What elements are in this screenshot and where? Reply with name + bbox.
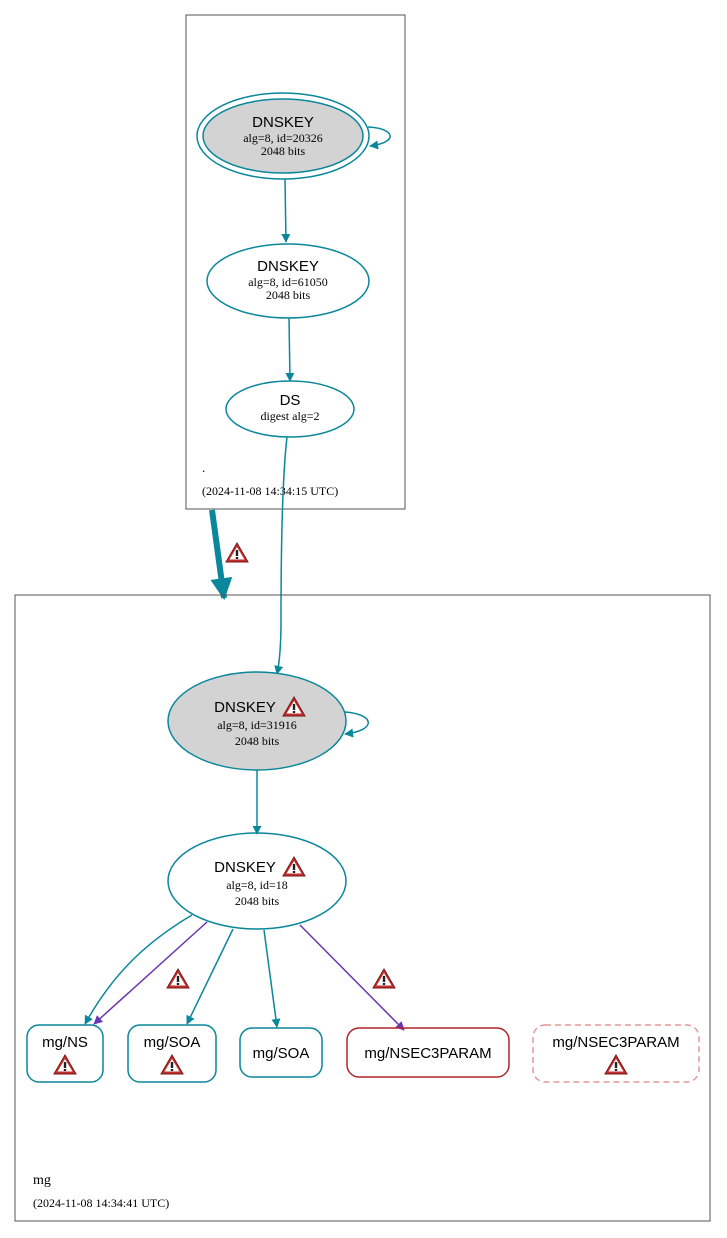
edge-ds-to-mg-ksk xyxy=(274,436,288,675)
edge-zsk-to-ns-rrsig xyxy=(84,914,193,1025)
ds-node[interactable]: DS digest alg=2 xyxy=(225,380,355,438)
edge-warning-icon-1 xyxy=(166,968,190,989)
root-zsk-alg: alg=8, id=61050 xyxy=(248,275,328,289)
root-zone-box xyxy=(185,14,406,510)
record-mg-ns-warning-icon xyxy=(53,1054,77,1075)
root-zsk-bits: 2048 bits xyxy=(266,288,311,302)
edge-zsk-to-soa2 xyxy=(263,929,281,1028)
edge-root-ksk-to-zsk xyxy=(281,178,291,243)
root-zsk-node[interactable]: DNSKEY alg=8, id=61050 2048 bits xyxy=(206,243,370,319)
root-zone-timestamp: (2024-11-08 14:34:15 UTC) xyxy=(202,484,338,498)
mg-zone-cluster: mg (2024-11-08 14:34:41 UTC) xyxy=(14,594,711,1222)
root-zone-name: . xyxy=(202,460,205,475)
ds-digest: digest alg=2 xyxy=(260,409,319,423)
mg-zone-box xyxy=(14,594,711,1222)
mg-zone-name: mg xyxy=(33,1173,51,1188)
edge-root-zsk-to-ds xyxy=(285,317,295,382)
mg-ksk-alg: alg=8, id=31916 xyxy=(217,718,297,732)
edge-warning-icon-2 xyxy=(372,968,396,989)
record-mg-nsec3param[interactable]: mg/NSEC3PARAM xyxy=(346,1027,510,1078)
record-mg-soa-2[interactable]: mg/SOA xyxy=(239,1027,323,1078)
edge-zsk-to-ns-nsec xyxy=(93,921,208,1025)
record-mg-soa-2-label: mg/SOA xyxy=(253,1045,310,1062)
delegation-warning-icon xyxy=(225,542,249,563)
edge-zsk-to-nsec3param xyxy=(299,924,405,1031)
record-mg-nsec3param-missing-warning-icon xyxy=(604,1054,628,1075)
mg-zsk-warning-icon xyxy=(282,856,306,877)
root-zone-cluster: . (2024-11-08 14:34:15 UTC) xyxy=(185,14,406,510)
record-mg-soa-1-label: mg/SOA xyxy=(144,1034,201,1051)
root-ksk-alg: alg=8, id=20326 xyxy=(243,131,323,145)
record-mg-soa-1-warning-icon xyxy=(160,1054,184,1075)
root-zsk-title: DNSKEY xyxy=(257,258,319,275)
ds-title: DS xyxy=(280,392,301,409)
mg-ksk-title: DNSKEY xyxy=(214,699,276,716)
edge-zsk-to-soa1 xyxy=(186,928,234,1025)
mg-ksk-node[interactable]: DNSKEY alg=8, id=31916 2048 bits xyxy=(167,671,347,771)
mg-zsk-title: DNSKEY xyxy=(214,859,276,876)
mg-zsk-node[interactable]: DNSKEY alg=8, id=18 2048 bits xyxy=(167,832,347,930)
mg-zone-timestamp: (2024-11-08 14:34:41 UTC) xyxy=(33,1196,169,1210)
root-ksk-node[interactable]: DNSKEY alg=8, id=20326 2048 bits xyxy=(196,92,370,180)
root-ksk-self-edge xyxy=(367,126,391,150)
record-mg-soa-1[interactable]: mg/SOA xyxy=(127,1024,217,1083)
record-mg-nsec3param-label: mg/NSEC3PARAM xyxy=(364,1045,491,1062)
record-mg-ns-label: mg/NS xyxy=(42,1034,88,1051)
mg-zsk-alg: alg=8, id=18 xyxy=(226,878,288,892)
root-ksk-bits: 2048 bits xyxy=(261,144,306,158)
mg-ksk-bits: 2048 bits xyxy=(235,734,280,748)
record-mg-nsec3param-missing-label: mg/NSEC3PARAM xyxy=(552,1034,679,1051)
mg-ksk-self-edge xyxy=(344,711,369,738)
root-ksk-title: DNSKEY xyxy=(252,114,314,131)
record-mg-ns[interactable]: mg/NS xyxy=(26,1024,104,1083)
delegation-edge xyxy=(209,509,233,601)
record-mg-nsec3param-missing[interactable]: mg/NSEC3PARAM xyxy=(532,1024,700,1083)
mg-zsk-bits: 2048 bits xyxy=(235,894,280,908)
